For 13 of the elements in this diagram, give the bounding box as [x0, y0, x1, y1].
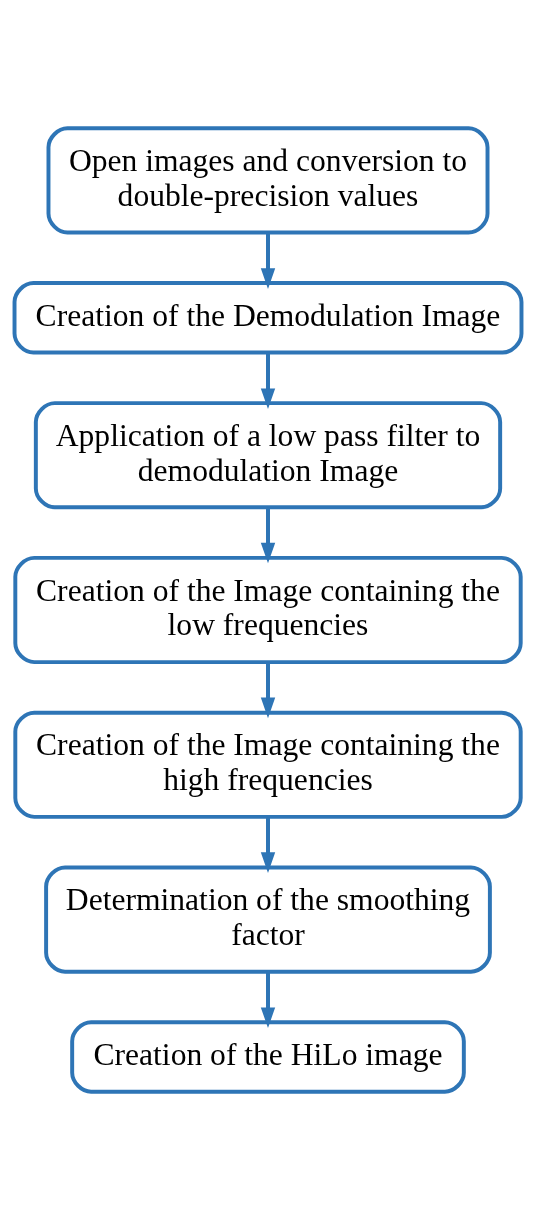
node-box: Creation of the HiLo image — [70, 1019, 466, 1094]
arrow — [260, 816, 276, 873]
arrow — [260, 971, 276, 1028]
node-box: Creation of the Demodulation Image — [12, 280, 524, 355]
arrow — [260, 232, 276, 289]
node-box: Creation of the Image containing the low frequencies — [13, 555, 523, 664]
node-box: Creation of the Image containing the high frequencies — [13, 710, 523, 819]
node-box: Open images and conversion to double-precision values — [46, 125, 490, 235]
arrow — [260, 507, 276, 563]
node-box: Determination of the smoothing factor — [44, 864, 492, 974]
node-box: Application of a low pass filter to demodulation Image — [33, 400, 503, 509]
arrow — [260, 662, 276, 718]
arrow — [260, 352, 276, 409]
